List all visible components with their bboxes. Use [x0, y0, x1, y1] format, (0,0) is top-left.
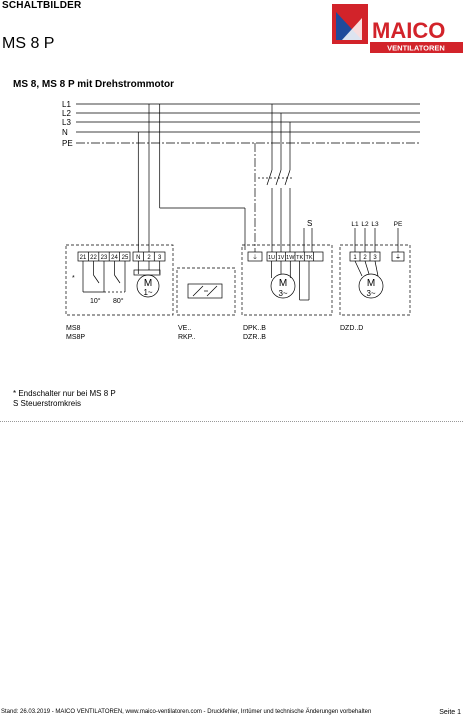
dzd-terminal-3: 3 [373, 255, 377, 261]
bus-label-l2: L2 [62, 109, 71, 118]
dzd-terminal-pe: ⏚ [395, 254, 401, 261]
ms8-motor-phase: 1~ [143, 288, 152, 297]
dzd-motor-icon [358, 273, 384, 299]
dpk-terminal-tk2: TK [305, 255, 312, 261]
notes: * Endschalter nur bei MS 8 P S Steuerstr… [13, 389, 116, 409]
dzd-supply-l3: L3 [371, 221, 379, 228]
footer-text: Stand: 26.03.2019 - MAICO VENTILATOREN, … [1, 709, 372, 715]
logo-white-wedge [342, 18, 362, 40]
dpk-label-2: DZR..B [243, 334, 266, 341]
ms8-terminal-25: 25 [122, 255, 129, 261]
bus-label-l3: L3 [62, 118, 71, 127]
dpk-label-1: DPK..B [243, 325, 266, 332]
ms8-terminal-24: 24 [111, 255, 118, 261]
ms8-label-2: MS8P [66, 334, 85, 341]
ms8-temp-80: 80° [113, 297, 124, 305]
dpk-module: ⏚ 1U 1V 1W TK TK M 3~ [241, 244, 333, 316]
maico-logo: MAICO VENTILATOREN [332, 4, 463, 53]
dpk-motor-icon [270, 273, 296, 299]
wiring-diagram: L1 L2 L3 N PE 21 22 23 24 25 N 2 3 [62, 100, 420, 341]
ms8-terminal-22: 22 [90, 255, 97, 261]
dpk-terminal-tk1: TK [296, 255, 303, 261]
ve-label-1: VE.. [178, 325, 191, 332]
dzd-supply-pe: PE [394, 221, 403, 228]
logo-sub: VENTILATOREN [387, 44, 445, 53]
ms8-terminal-23: 23 [101, 255, 108, 261]
logo-brand: MAICO [372, 18, 445, 43]
dzd-supply-l2: L2 [361, 221, 369, 228]
dpk-terminal-1w: 1W [286, 255, 295, 261]
dzd-module: 1 2 3 ⏚ M 3~ [339, 244, 411, 316]
ms8-star: * [72, 275, 75, 282]
dzd-motor-phase: 3~ [366, 289, 375, 298]
ms8-terminal-21: 21 [80, 255, 87, 261]
section-label: SCHALTBILDER [2, 0, 82, 11]
dzd-motor-m: M [367, 278, 375, 289]
dzd-terminal-1: 1 [353, 255, 357, 261]
note-steuerstromkreis: S Steuerstromkreis [13, 399, 82, 408]
note-endschalter: * Endschalter nur bei MS 8 P [13, 389, 116, 398]
bus-label-n: N [62, 128, 68, 137]
logo-sub-bar [370, 42, 463, 53]
ms8-motor-m: M [144, 278, 152, 289]
bus-lines [76, 103, 420, 144]
product-title: MS 8 P [2, 35, 55, 52]
control-label-s: S [307, 219, 312, 228]
bus-label-l1: L1 [62, 100, 71, 109]
page-number: Seite 1 [439, 709, 461, 716]
dzd-supply [354, 228, 399, 252]
ms8-terminal-3: 3 [158, 255, 162, 261]
dpk-motor-m: M [279, 278, 287, 289]
dzd-label-1: DZD..D [340, 325, 363, 332]
dpk-terminal-1v: 1V [278, 255, 285, 261]
dpk-terminal-pe: ⏚ [252, 254, 258, 261]
dzd-supply-l1: L1 [351, 221, 359, 228]
ms8-label-1: MS8 [66, 325, 81, 332]
ve-module [176, 267, 236, 316]
ms8-terminal-n: N [136, 255, 140, 261]
ms8-thermo-switches [82, 261, 126, 293]
dzd-terminal-2: 2 [363, 255, 367, 261]
ms8-terminal-2: 2 [147, 255, 151, 261]
bus-label-pe: PE [62, 139, 73, 148]
dpk-motor-phase: 3~ [278, 289, 287, 298]
dpk-terminal-1u: 1U [268, 255, 275, 261]
ve-label-2: RKP.. [178, 334, 195, 341]
ms8-module: 21 22 23 24 25 N 2 3 * 10° 80° [65, 244, 174, 316]
ms8-temp-10: 10° [90, 297, 101, 305]
contactor [258, 169, 292, 186]
ms8-motor-icon [136, 274, 160, 298]
diagram-title: MS 8, MS 8 P mit Drehstrommotor [13, 79, 174, 90]
separator-line [0, 421, 463, 422]
